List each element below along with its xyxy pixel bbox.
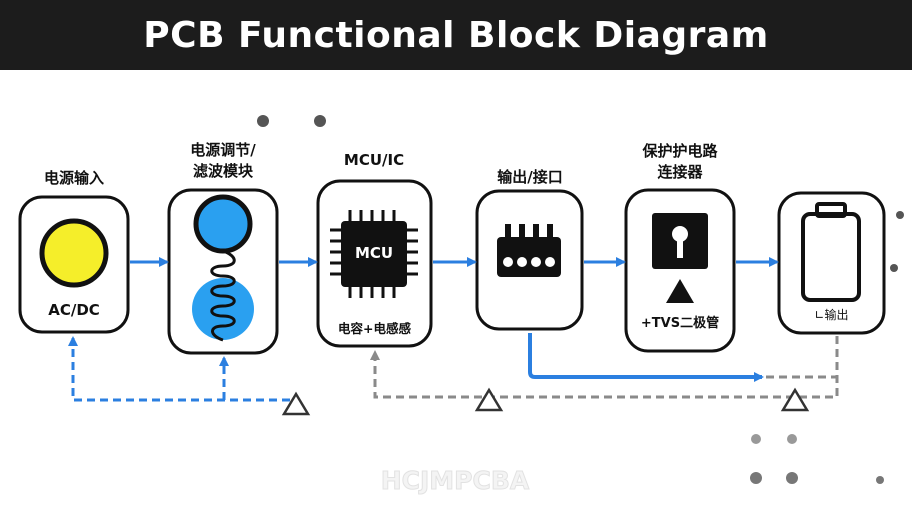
ground-triangle-icon-2 xyxy=(474,387,504,412)
decorative-dots xyxy=(257,115,904,484)
feedback-loop-gray xyxy=(370,336,839,399)
heading-output-interface: 输出/接口 xyxy=(497,168,563,186)
label-capacitor-inductor: 电容+电感感 xyxy=(338,321,411,336)
heading-power-regulation: 电源调节/ 滤波模块 xyxy=(190,141,256,180)
ac-dc-circle-icon xyxy=(39,218,109,288)
watermark: HCJMPCBA xyxy=(380,466,530,496)
label-output: ∟输出 xyxy=(814,308,849,322)
feedback-loop-blue xyxy=(68,336,290,402)
mcu-chip-icon xyxy=(330,210,418,298)
title-bar: PCB Functional Block Diagram xyxy=(0,0,912,70)
label-mcu-chip: MCU xyxy=(354,244,394,262)
connector-icon xyxy=(497,224,561,277)
protection-lock-icon xyxy=(652,213,708,269)
heading-mcu: MCU/IC xyxy=(343,151,405,169)
ground-triangle-icon-3 xyxy=(780,387,810,412)
battery-icon xyxy=(801,202,861,302)
diagram-title: PCB Functional Block Diagram xyxy=(143,14,769,56)
output-return-line xyxy=(528,333,764,382)
label-ac-dc: AC/DC xyxy=(48,301,100,319)
inductor-coil-icon xyxy=(192,194,254,342)
heading-power-input: 电源输入 xyxy=(43,169,104,187)
label-tvs-diode: +TVS二极管 xyxy=(640,316,720,331)
heading-protection: 保护护电路 连接器 xyxy=(642,142,718,181)
tvs-diode-triangle-icon xyxy=(666,279,694,303)
ground-triangle-icon-1 xyxy=(281,391,311,416)
